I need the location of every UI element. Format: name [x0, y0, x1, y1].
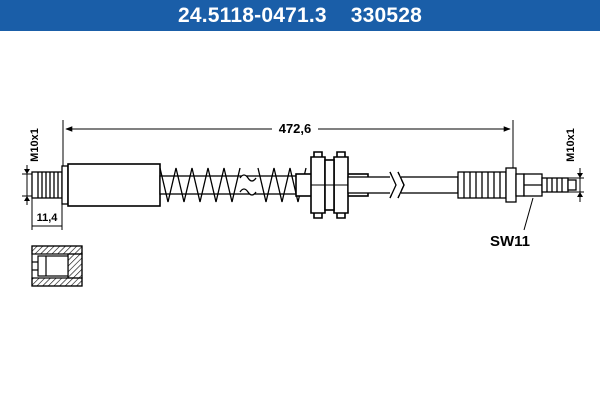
title-bar: 24.5118-0471.3 330528 — [0, 0, 600, 31]
right-thread-label: M10x1 — [565, 128, 577, 162]
spring-guard — [159, 167, 311, 203]
left-thread-label: M10x1 — [29, 128, 41, 162]
overall-length-dimension: 472,6 — [62, 120, 514, 170]
left-fitting-length-label: 11,4 — [37, 212, 59, 224]
reference-number: 330528 — [350, 3, 423, 27]
right-threaded-fitting — [523, 173, 577, 197]
overall-length-label: 472,6 — [279, 121, 312, 136]
right-thread-dimension: M10x1 — [560, 128, 584, 202]
fitting-section-detail — [31, 245, 83, 287]
wrench-size-callout: SW11 — [490, 197, 534, 250]
part-number: 24.5118-0471.3 — [177, 3, 327, 27]
left-threaded-fitting — [31, 165, 69, 205]
left-fitting-length-dimension: 11,4 — [31, 196, 63, 230]
wrench-size-label: SW11 — [490, 233, 530, 250]
right-crimp-fitting — [457, 167, 525, 203]
left-crimp-sleeve — [67, 163, 161, 207]
